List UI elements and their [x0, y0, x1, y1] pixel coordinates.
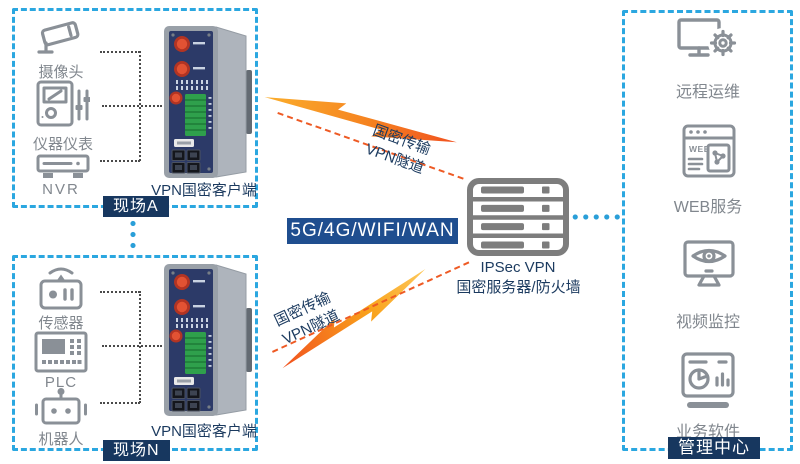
dotted-connector: [102, 345, 162, 347]
site-n-chip: 现场N: [103, 440, 170, 461]
vpn-router-device-a: [164, 26, 252, 178]
lightning-bolt-top-icon: [264, 97, 457, 143]
dotted-connector: [100, 402, 140, 404]
business-software-icon: [681, 352, 735, 408]
blue-dotted-link: [128, 218, 138, 252]
device-label-sensor: 传感器: [38, 315, 84, 332]
device-label-nvr: NVR: [42, 181, 80, 198]
dotted-connector: [100, 291, 140, 293]
dotted-connector: [100, 160, 140, 162]
instruments-icon: [36, 80, 90, 127]
server-subtitle: 国密服务器/防火墙: [456, 279, 581, 296]
service-label-web: WEB服务: [673, 199, 743, 216]
vpn-router-device-n: [164, 264, 252, 416]
nvr-icon: [36, 154, 90, 178]
plc-icon: [34, 331, 88, 373]
dotted-connector: [100, 51, 140, 53]
dotted-connector: [139, 291, 141, 403]
device-label-robot: 机器人: [38, 431, 84, 448]
remote-ops-icon: [677, 18, 738, 58]
service-label-software: 业务软件: [675, 424, 740, 441]
video-monitor-icon: [683, 240, 735, 287]
router-label-a: VPN国密客户端: [151, 182, 257, 199]
blue-dotted-link: [570, 212, 622, 222]
device-label-plc: PLC: [44, 374, 78, 391]
sensor-icon: [39, 267, 83, 310]
dotted-connector: [139, 51, 141, 161]
dotted-connector: [102, 105, 162, 107]
server-title: IPSec VPN: [480, 259, 556, 276]
service-label-video: 视频监控: [675, 314, 740, 331]
site-a-chip: 现场A: [103, 196, 169, 217]
device-label-camera: 摄像头: [38, 64, 84, 81]
service-label-remote-ops: 远程运维: [675, 84, 740, 101]
camera-icon: [37, 21, 80, 54]
web-icon-text: WEB: [689, 144, 710, 154]
web-service-icon: WEB: [682, 124, 736, 178]
robot-icon: [35, 388, 87, 425]
vpn-server-icon: [467, 178, 569, 256]
lightning-bolt-bottom-icon: [282, 268, 426, 369]
wan-banner: 5G/4G/WIFI/WAN: [287, 218, 458, 244]
management-chip: 管理中心: [668, 437, 760, 459]
device-label-instruments: 仪器仪表: [32, 136, 93, 153]
router-label-n: VPN国密客户端: [151, 423, 257, 440]
